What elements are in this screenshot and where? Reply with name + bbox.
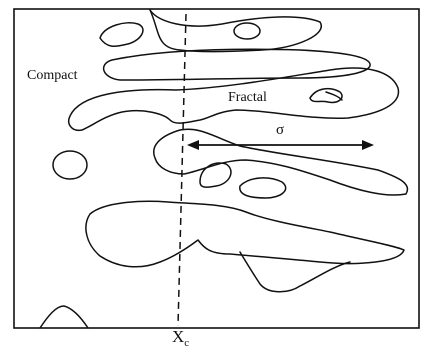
figure-frame xyxy=(13,8,420,329)
inclusion xyxy=(309,87,343,104)
interface-lobe xyxy=(102,48,371,81)
droplet-medium xyxy=(239,177,287,199)
interface-lobe-large xyxy=(85,200,405,268)
critical-front-line xyxy=(177,13,187,327)
droplet-small xyxy=(199,162,232,188)
interface-loop xyxy=(99,22,144,47)
label-xc-main: X xyxy=(172,327,185,346)
droplet xyxy=(233,22,261,40)
label-fractal: Fractal xyxy=(228,90,267,105)
inclusion-detail xyxy=(325,91,343,101)
interface-lobe-top xyxy=(149,9,323,53)
label-xc: Xc xyxy=(172,328,189,349)
isolated-droplet xyxy=(52,150,88,180)
fractal-finger xyxy=(68,67,400,132)
interface-bulge xyxy=(239,251,351,293)
label-compact: Compact xyxy=(27,68,78,83)
interface-wedge xyxy=(39,305,89,329)
label-sigma: σ xyxy=(276,122,285,138)
label-xc-sub: c xyxy=(184,337,190,349)
fractal-finger-lower xyxy=(153,128,409,196)
